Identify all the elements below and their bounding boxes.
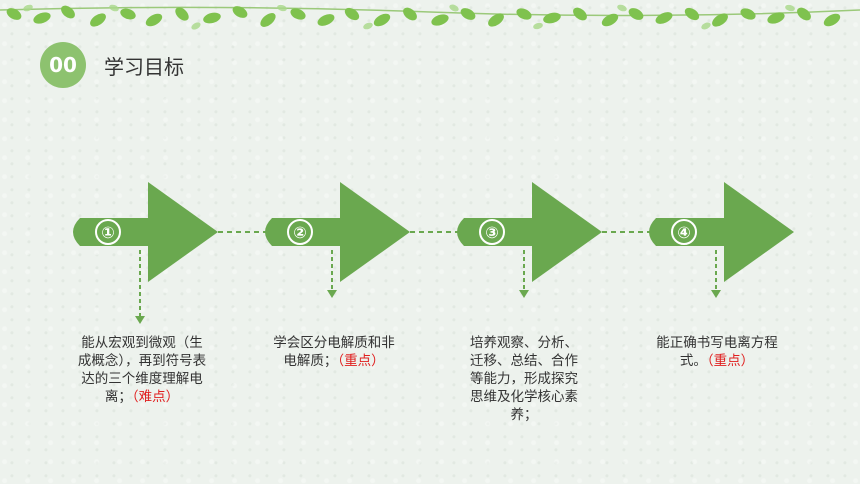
- step-highlight-1: （难点）: [131, 389, 180, 405]
- step-highlight-2: （重点）: [337, 353, 385, 369]
- step-highlight-4: （重点）: [706, 353, 755, 369]
- step-number-1: ①: [95, 219, 121, 245]
- step-description-2: 学会区分电解质和非电解质；（重点）: [268, 334, 400, 370]
- page-title: 学习目标: [104, 55, 184, 79]
- step-text-4: 能正确书写电离方程式。: [656, 335, 778, 369]
- arrow-step-4: [649, 182, 794, 282]
- section-badge: 00: [40, 42, 86, 88]
- drop-arrowhead-1: [135, 316, 145, 324]
- step-number-3: ③: [479, 219, 505, 245]
- drop-arrowhead-2: [327, 290, 337, 298]
- step-text-2: 学会区分电解质和非电解质；: [273, 335, 395, 369]
- drop-arrowhead-3: [519, 290, 529, 298]
- drop-arrowhead-4: [711, 290, 721, 298]
- step-number-4: ④: [671, 219, 697, 245]
- arrow-step-1: [73, 182, 218, 282]
- leaf-vine-icon: [0, 4, 860, 30]
- step-description-1: 能从宏观到微观（生成概念），再到符号表达的三个维度理解电离；（难点）: [76, 334, 208, 406]
- step-description-3: 培养观察、分析、迁移、总结、合作等能力，形成探究思维及化学核心素养；: [464, 334, 584, 424]
- arrow-step-3: [457, 182, 602, 282]
- arrow-step-2: [265, 182, 410, 282]
- step-description-4: 能正确书写电离方程式。（重点）: [652, 334, 782, 370]
- step-text-1: 能从宏观到微观（生成概念），再到符号表达的三个维度理解电离；: [77, 335, 207, 405]
- step-number-2: ②: [287, 219, 313, 245]
- step-text-3: 培养观察、分析、迁移、总结、合作等能力，形成探究思维及化学核心素养；: [470, 335, 578, 423]
